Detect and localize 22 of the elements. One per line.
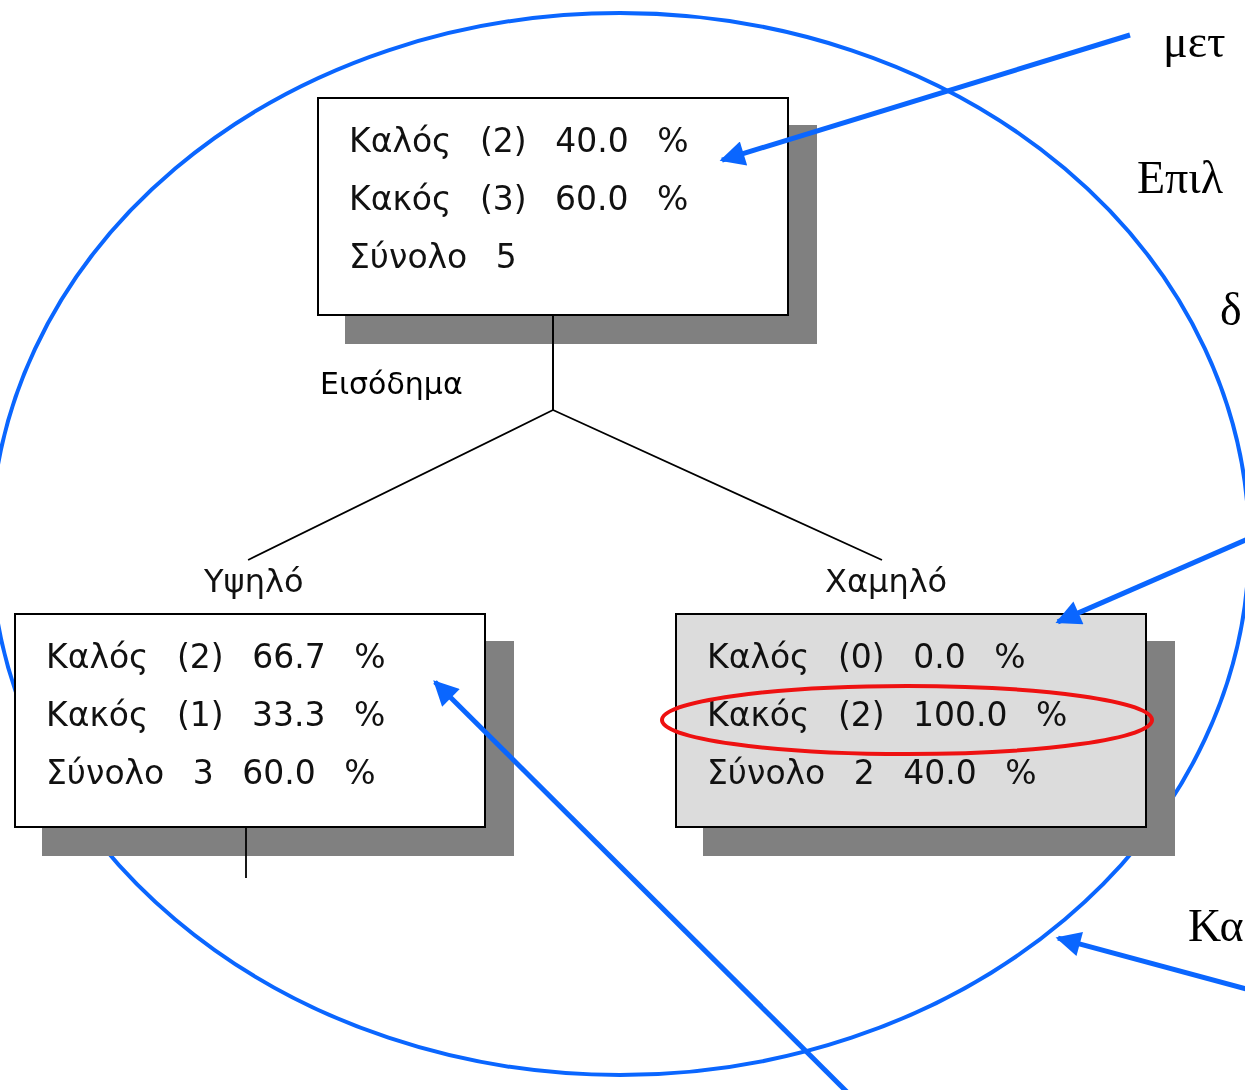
callout-text: μετ bbox=[1163, 16, 1226, 68]
node-text-row: Σύνολο 2 40.0 % bbox=[707, 753, 1037, 793]
leader-arrow bbox=[1055, 535, 1245, 625]
leader-arrow bbox=[719, 32, 1131, 166]
callout-text: Κα bbox=[1188, 900, 1244, 952]
branch-label: Χαμηλό bbox=[825, 562, 948, 600]
tree-branch-line bbox=[245, 827, 247, 879]
node-text-row: Καλός (2) 40.0 % bbox=[349, 121, 689, 161]
callout-text: Επιλ bbox=[1137, 152, 1223, 204]
node-text-row: Σύνολο 3 60.0 % bbox=[46, 753, 376, 793]
node-text-row: Σύνολο 5 bbox=[349, 237, 517, 277]
node-text-row: Κακός (3) 60.0 % bbox=[349, 179, 689, 219]
branch-label: Υψηλό bbox=[204, 562, 304, 600]
leader-arrow bbox=[1055, 931, 1245, 993]
node-text-row: Κακός (2) 100.0 % bbox=[707, 695, 1068, 735]
split-attribute-label: Εισόδημα bbox=[320, 366, 463, 402]
node-text-row: Κακός (1) 33.3 % bbox=[46, 695, 386, 735]
node-text-row: Καλός (2) 66.7 % bbox=[46, 637, 386, 677]
ellipse-outline bbox=[0, 10, 1245, 1078]
node-text-row: Καλός (0) 0.0 % bbox=[707, 637, 1026, 677]
callout-text: δ bbox=[1220, 284, 1242, 336]
tree-branch-line bbox=[552, 315, 883, 561]
